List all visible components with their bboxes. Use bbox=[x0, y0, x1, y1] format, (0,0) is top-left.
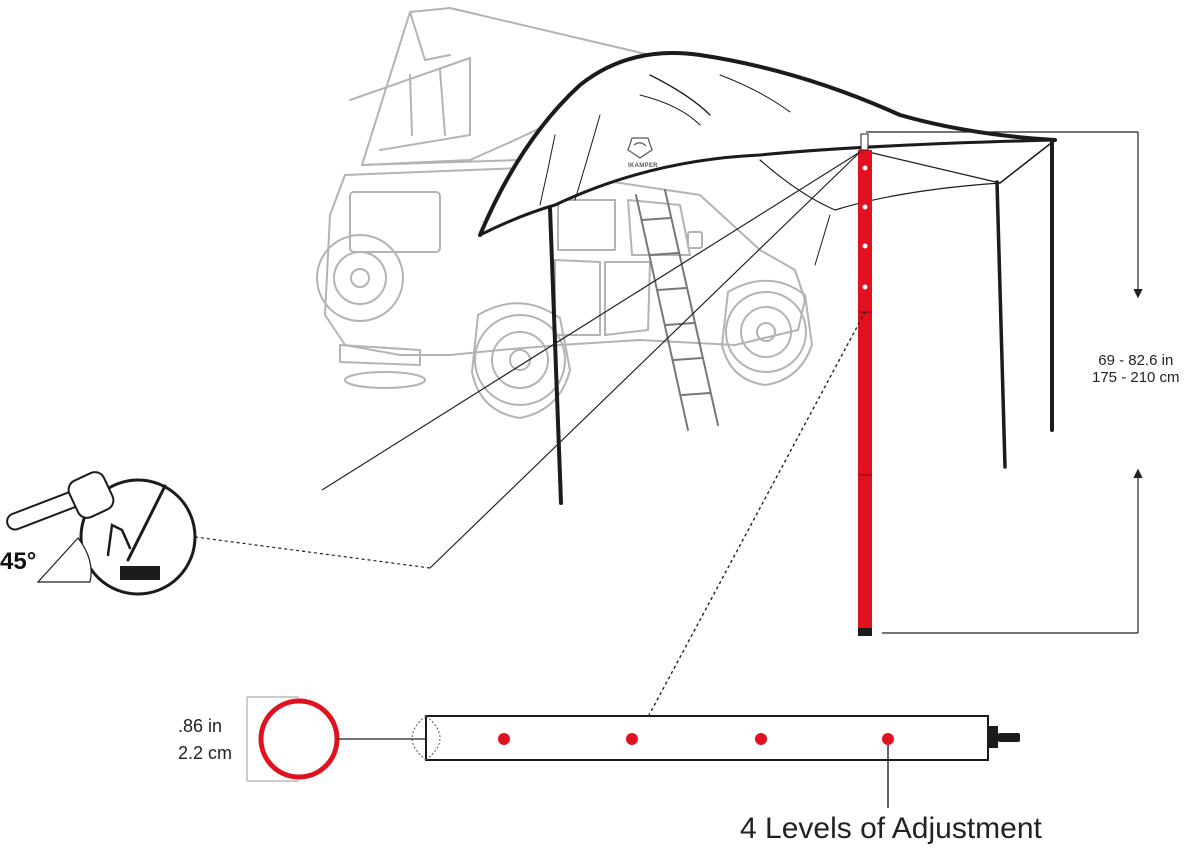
pole-rear-middle bbox=[995, 180, 1007, 469]
ladder bbox=[635, 189, 719, 431]
highlighted-pole bbox=[858, 133, 872, 636]
mallet-icon bbox=[6, 471, 115, 531]
stake-detail bbox=[6, 471, 431, 596]
awning-canopy bbox=[478, 51, 1057, 266]
brand-label: IKAMPER bbox=[628, 163, 658, 169]
guy-rope bbox=[321, 151, 861, 569]
angle-wedge bbox=[36, 537, 92, 583]
height-in-text: 69 - 82.6 in bbox=[1098, 352, 1174, 369]
height-cm-text: 175 - 210 cm bbox=[1092, 369, 1180, 386]
height-dimension bbox=[866, 131, 1143, 634]
height-range-label: 69 - 82.6 in 175 - 210 cm bbox=[1092, 352, 1180, 386]
diameter-detail bbox=[246, 696, 426, 782]
awning-fabric bbox=[480, 53, 1055, 235]
adjustment-holes bbox=[498, 733, 894, 745]
awning-poles bbox=[548, 140, 1054, 505]
spare-tire bbox=[316, 234, 404, 322]
front-wheel bbox=[721, 279, 813, 386]
diameter-label: .86 in 2.2 cm bbox=[178, 713, 232, 767]
vehicle-body bbox=[324, 167, 806, 356]
adjustment-label: 4 Levels of Adjustment bbox=[740, 812, 1042, 845]
diameter-in-text: .86 in bbox=[178, 716, 223, 736]
pole-front-left bbox=[548, 206, 563, 505]
pole-section-detail bbox=[411, 311, 1020, 808]
brand-logo bbox=[627, 137, 653, 159]
angle-label: 45° bbox=[0, 548, 37, 575]
diameter-cm-text: 2.2 cm bbox=[178, 743, 233, 763]
